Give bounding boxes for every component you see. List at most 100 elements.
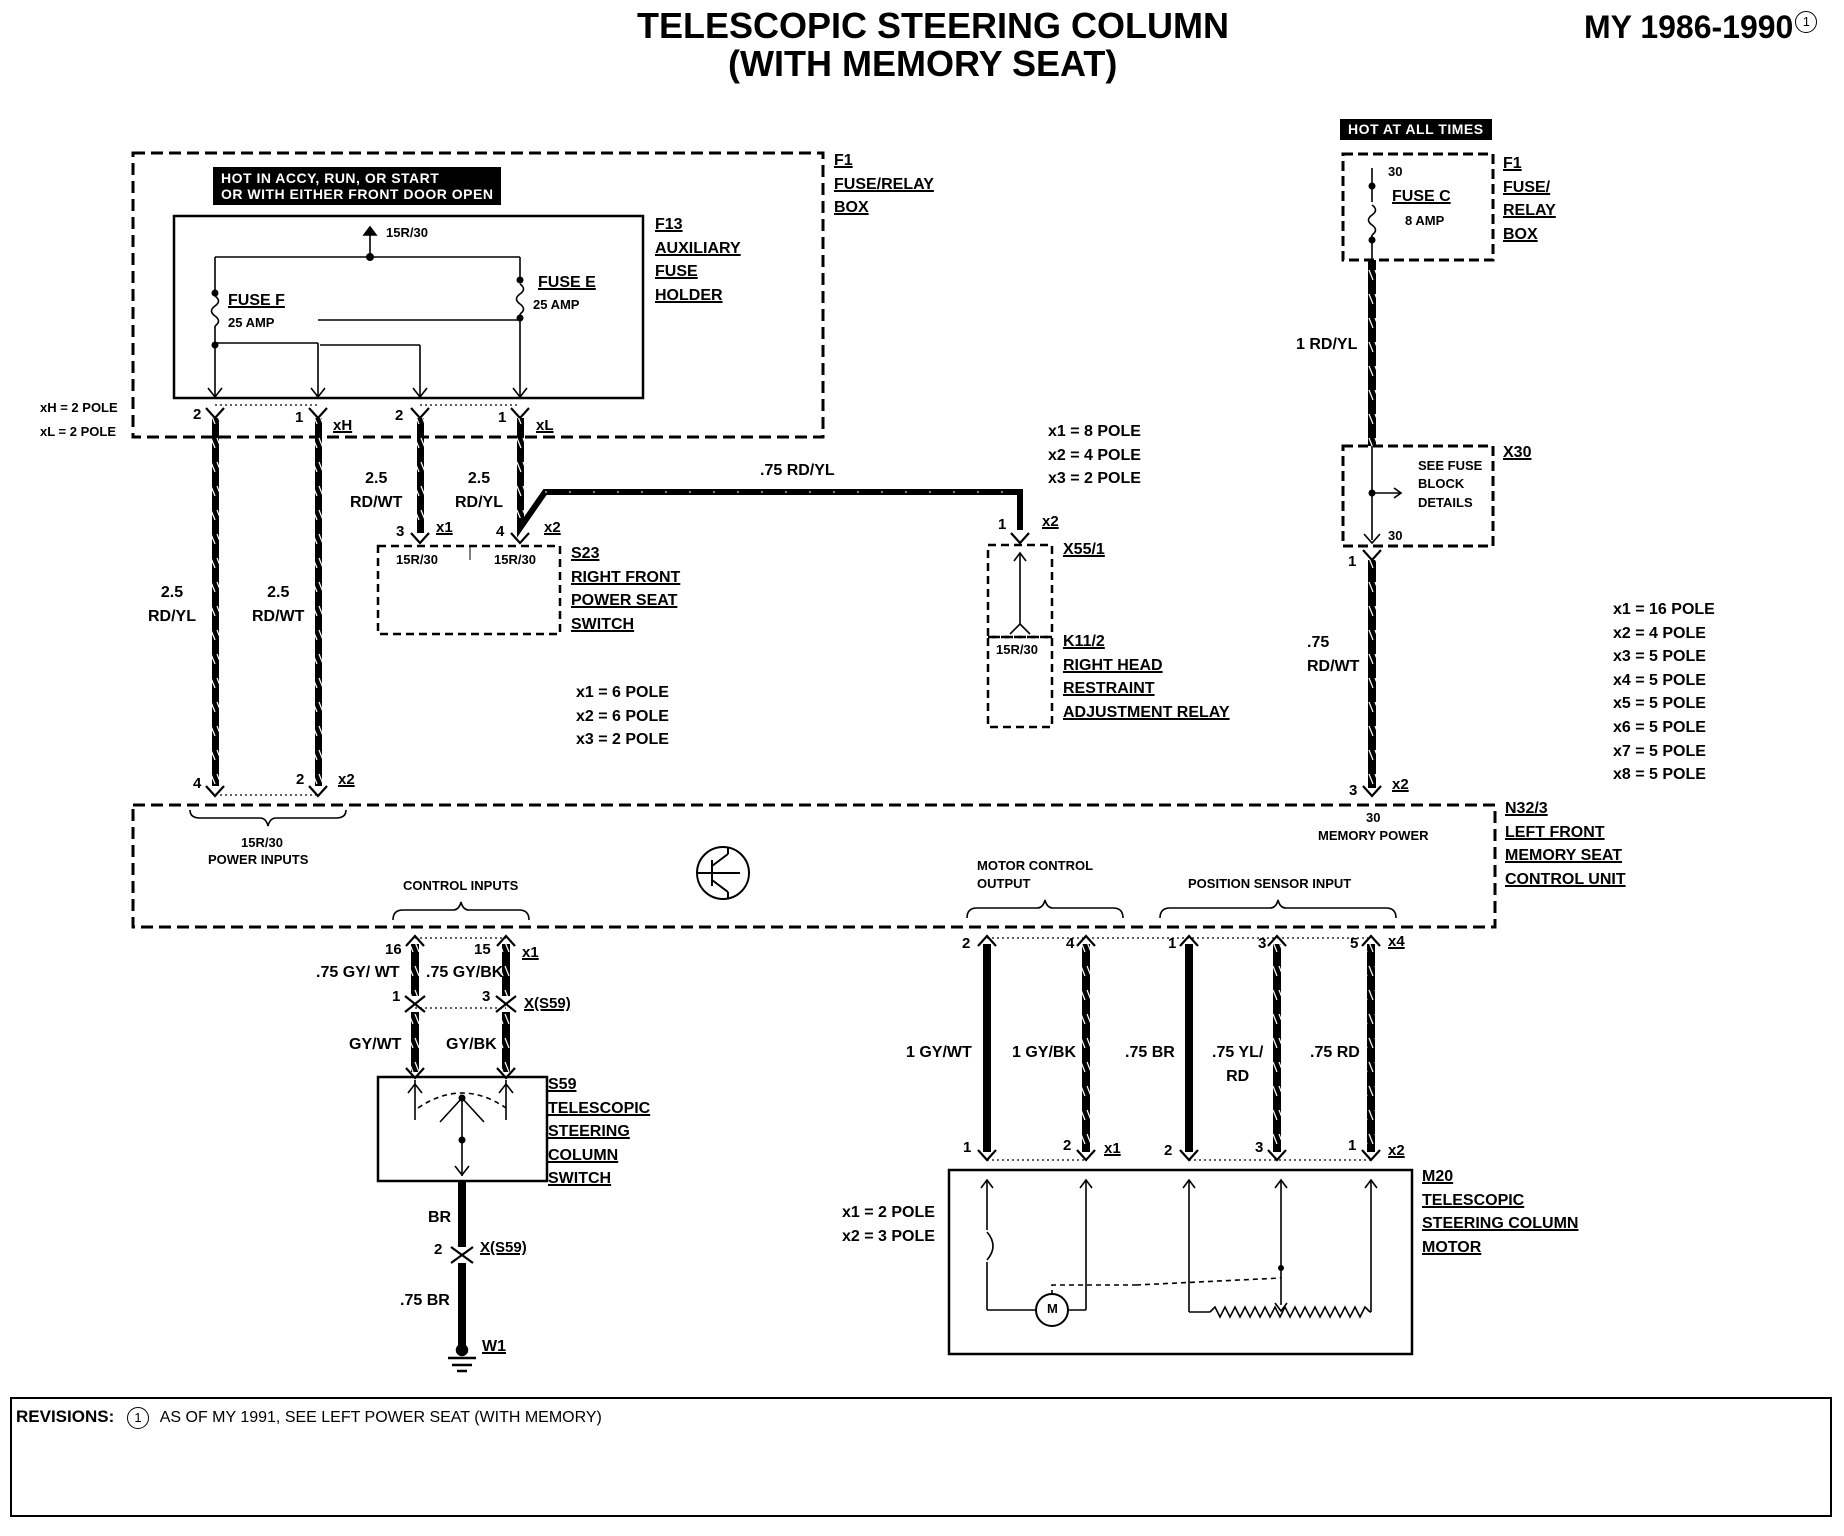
s59-box (376, 1075, 549, 1183)
n32-label: N32/3 LEFT FRONT MEMORY SEAT CONTROL UNI… (1505, 800, 1626, 888)
pin-1-x55: 1 (998, 516, 1007, 533)
wire-25-rdyl-left (212, 418, 219, 786)
conn-x2-s23: x2 (544, 519, 561, 536)
wire-gybk (502, 1012, 510, 1072)
f1-left-line-2: BOX (834, 199, 869, 217)
fuse-c (1367, 168, 1377, 260)
title-line-2: (WITH MEMORY SEAT) (728, 43, 1118, 84)
n32-pole-1: x2 = 4 POLE (1613, 624, 1706, 642)
brace-control-inputs (392, 901, 530, 921)
k11-line-2: RESTRAINT (1063, 680, 1155, 698)
wire-label-75-rdwt-1: RD/WT (1307, 657, 1360, 675)
s23-pole-0: x1 = 6 POLE (576, 684, 669, 701)
memory-power-1: 30 (1366, 810, 1381, 825)
wire-label-75-rdwt-0: .75 (1307, 634, 1330, 651)
n32-line-0: N32/3 (1505, 800, 1548, 817)
wire-label-25-rdwt-0: 2.5 (267, 584, 290, 601)
n32-pole-6: x7 = 5 POLE (1613, 742, 1706, 760)
m20-label: M20 TELESCOPIC STEERING COLUMN MOTOR (1422, 1168, 1578, 1256)
f1-right-line-0: F1 (1503, 155, 1522, 172)
conn-x2-n32-right: x2 (1392, 776, 1409, 793)
x55-pole-0: x1 = 8 POLE (1048, 423, 1141, 440)
f1-left-line-1: FUSE/RELAY (834, 175, 934, 193)
wire-75-gybk (502, 944, 510, 996)
n32-pole-7: x8 = 5 POLE (1613, 766, 1706, 784)
pin-3-s23: 3 (396, 523, 405, 540)
wire-label-75-gywt: .75 GY/ WT (316, 964, 400, 981)
revisions-box: REVISIONS: 1 AS OF MY 1991, SEE LEFT POW… (10, 1397, 1832, 1517)
wire-label-75-br: .75 BR (400, 1292, 450, 1309)
motor-m-label: M (1047, 1301, 1058, 1316)
pin-1-sensor: 1 (1168, 935, 1177, 952)
f13-label: F13 AUXILIARY FUSE HOLDER (655, 216, 741, 304)
n32-bottom-chevrons (405, 934, 1381, 947)
revisions-label: REVISIONS: (16, 1407, 115, 1426)
pin-1-m20: 1 (963, 1139, 972, 1156)
wire-label-gybk: GY/BK (446, 1036, 497, 1053)
s23-pole-1: x2 = 6 POLE (576, 707, 669, 725)
n32-line-1: LEFT FRONT (1505, 823, 1605, 841)
fuse-e-label: FUSE E (538, 274, 596, 291)
brace-power-inputs (189, 809, 347, 827)
brace-motor-control (966, 899, 1124, 919)
wire-label-1-rdyl: 1 RD/YL (1296, 336, 1358, 353)
k11-line-0: K11/2 (1063, 633, 1105, 650)
fuse-c-amp: 8 AMP (1405, 213, 1445, 228)
pin-3-m20-x2: 3 (1255, 1139, 1264, 1156)
pin-3-sensor: 3 (1258, 935, 1267, 952)
n32-box (131, 803, 1497, 929)
s23-box (376, 544, 562, 636)
wire-label-75-rd: .75 RD (1310, 1044, 1360, 1061)
control-inputs-label: CONTROL INPUTS (403, 878, 519, 893)
wire-25-rdwt-left (315, 418, 322, 786)
conn-xs59-bottom: X(S59) (480, 1239, 527, 1256)
wire-label-75-ylrd: .75 YL/ RD (1212, 1044, 1263, 1085)
x55-pole-1: x2 = 4 POLE (1048, 446, 1141, 464)
conn-x4: x4 (1388, 933, 1405, 950)
wire-1-gybk (1082, 944, 1090, 1152)
s59-line-0: S59 (548, 1076, 577, 1093)
n32-pole-notes: x1 = 16 POLE x2 = 4 POLE x3 = 5 POLE x4 … (1613, 601, 1715, 784)
pin-16: 16 (385, 941, 402, 958)
revisions-line: REVISIONS: 1 AS OF MY 1991, SEE LEFT POW… (16, 1407, 602, 1429)
s23-15r30-b: 15R/30 (494, 552, 536, 567)
m20-pole-1: x2 = 3 POLE (842, 1227, 935, 1245)
f13-line-2: FUSE (655, 263, 698, 281)
pin-2-n32: 2 (296, 771, 305, 788)
pin-1-m20-x2: 1 (1348, 1137, 1357, 1154)
wire-label-25-rdyl-1: RD/YL (148, 607, 196, 625)
hot-label-accy: HOT IN ACCY, RUN, OR START OR WITH EITHE… (213, 167, 502, 206)
wire-label-25-rdyl-b-0: 2.5 (467, 470, 491, 487)
k11-line-1: RIGHT HEAD (1063, 656, 1163, 674)
position-sensor-label: POSITION SENSOR INPUT (1188, 876, 1352, 891)
wire-label-75-ylrd-0: .75 YL/ (1212, 1044, 1264, 1061)
footnote-mark-icon: 1 (1795, 11, 1818, 34)
f1-right-box (1341, 152, 1495, 262)
s23-label: S23 RIGHT FRONT POWER SEAT SWITCH (571, 545, 680, 633)
power-inputs-2: POWER INPUTS (208, 852, 309, 867)
ground-icon (448, 1343, 476, 1373)
pin-1-xl: 1 (498, 409, 507, 426)
wire-label-gywt: GY/WT (349, 1036, 402, 1053)
wire-75-br-sensor (1185, 944, 1193, 1152)
f1-right-label: F1 FUSE/ RELAY BOX (1503, 155, 1556, 243)
revisions-text: AS OF MY 1991, SEE LEFT POWER SEAT (WITH… (159, 1409, 602, 1426)
s23-line-3: SWITCH (571, 615, 635, 633)
wire-label-25-rdyl-0: 2.5 (160, 584, 184, 601)
wire-25-rdyl-s23 (517, 418, 524, 518)
title-line-1: TELESCOPIC STEERING COLUMN (637, 5, 1230, 46)
xh-pole-note: xH = 2 POLE (40, 400, 118, 415)
pin-2-m20: 2 (1063, 1137, 1072, 1154)
wire-label-75-ylrd-1: RD (1226, 1067, 1250, 1085)
conn-x2-n32: x2 (338, 771, 355, 788)
f13-line-1: AUXILIARY (655, 239, 741, 257)
conn-x2-x55: x2 (1042, 513, 1059, 530)
x30-inner-0: SEE FUSE (1418, 458, 1483, 473)
wire-label-25-rdwt-b-1: RD/WT (350, 493, 403, 511)
n32-top-chevrons (205, 785, 1382, 798)
pin-1-xs59: 1 (392, 988, 401, 1005)
power-inputs-1: 15R/30 (241, 835, 283, 850)
wire-label-25-rdwt-1: RD/WT (252, 607, 305, 625)
m20-top-chevrons (977, 1149, 1381, 1162)
